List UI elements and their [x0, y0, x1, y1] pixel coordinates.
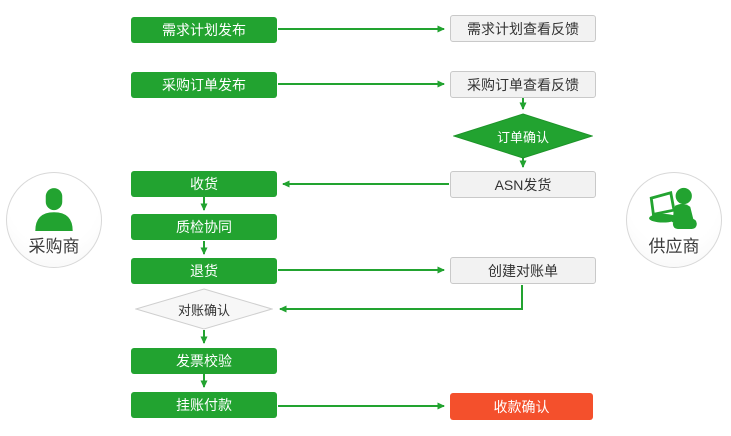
- decision-label: 订单确认: [496, 129, 549, 145]
- actor-supplier: 供应商: [626, 172, 722, 268]
- node-receipt-confirm: 收款确认: [450, 393, 593, 420]
- node-create-statement: 创建对账单: [450, 257, 596, 284]
- node-invoice-verify: 发票校验: [131, 348, 277, 374]
- node-po-feedback: 采购订单查看反馈: [450, 71, 596, 98]
- edge-statement-to-confirm: [279, 285, 523, 313]
- node-statement-confirm: 对账确认: [135, 288, 273, 330]
- node-asn-ship: ASN发货: [450, 171, 596, 198]
- decision-label: 对账确认: [177, 302, 230, 318]
- diamond-shape: [453, 113, 593, 159]
- node-demand-plan-publish: 需求计划发布: [131, 17, 277, 43]
- node-demand-plan-feedback: 需求计划查看反馈: [450, 15, 596, 42]
- node-return-goods: 退货: [131, 258, 277, 284]
- actor-buyer: 采购商: [6, 172, 102, 268]
- node-order-confirm: 订单确认: [453, 113, 593, 159]
- person-laptop-icon: [648, 183, 700, 231]
- diamond-shape: [135, 288, 273, 330]
- node-payment: 挂账付款: [131, 392, 277, 418]
- node-receive: 收货: [131, 171, 277, 197]
- node-quality-check: 质检协同: [131, 214, 277, 240]
- person-icon: [32, 183, 76, 231]
- actor-label: 供应商: [648, 237, 700, 256]
- actor-label: 采购商: [28, 237, 80, 256]
- node-po-publish: 采购订单发布: [131, 72, 277, 98]
